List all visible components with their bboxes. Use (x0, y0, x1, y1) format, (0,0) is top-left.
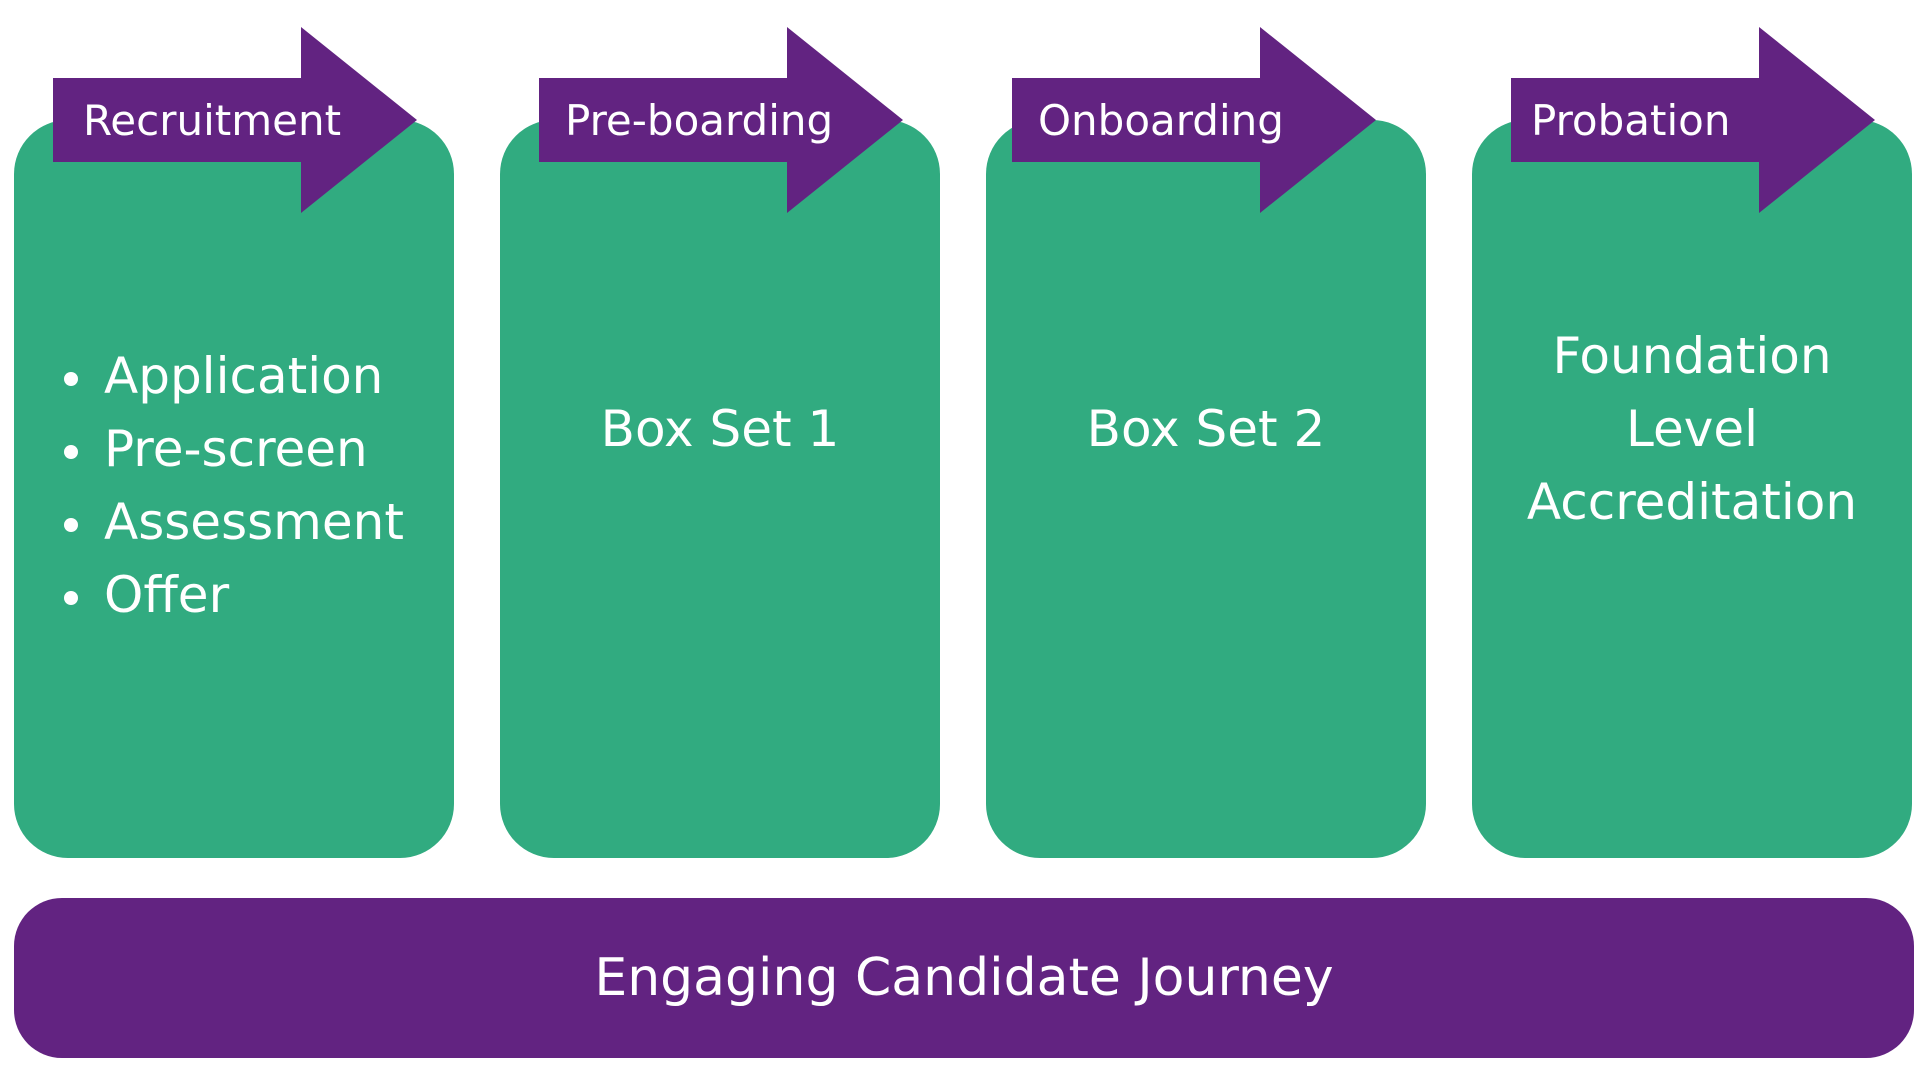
stage-card-onboarding: Box Set 2 (986, 120, 1426, 858)
stage-card-pre-boarding: Box Set 1 (500, 120, 940, 858)
stage-arrow-pre-boarding: Pre-boarding (539, 27, 903, 213)
recruitment-steps-list: Application Pre-screen Assessment Offer (64, 340, 404, 632)
card-text: Box Set 2 (1086, 399, 1326, 458)
stage-arrow-onboarding: Onboarding (1012, 27, 1376, 213)
stage-label: Pre-boarding (565, 95, 834, 145)
stage-label: Recruitment (83, 95, 342, 145)
card-body: Foundation Level Accreditation (1472, 120, 1912, 858)
arrow-shape (1012, 27, 1376, 213)
card-text-line: Foundation (1552, 326, 1832, 385)
stage-card-recruitment: Application Pre-screen Assessment Offer (14, 120, 454, 858)
list-item: Application (64, 340, 404, 413)
banner-text: Engaging Candidate Journey (594, 948, 1334, 1008)
list-item: Offer (64, 559, 404, 632)
journey-banner: Engaging Candidate Journey (14, 898, 1914, 1058)
stage-arrow-recruitment: Recruitment (53, 27, 417, 213)
card-text: Box Set 1 (600, 399, 840, 458)
arrow-shape (1511, 27, 1875, 213)
list-item: Pre-screen (64, 413, 404, 486)
card-body: Box Set 2 (986, 120, 1426, 858)
card-text-line: Level (1626, 399, 1758, 458)
card-text-line: Accreditation (1526, 472, 1858, 531)
arrow-shape (539, 27, 903, 213)
stage-card-probation: Foundation Level Accreditation (1472, 120, 1912, 858)
card-text: Foundation Level Accreditation (1527, 320, 1857, 539)
arrow-shape (53, 27, 417, 213)
list-item: Assessment (64, 486, 404, 559)
stage-label: Onboarding (1038, 95, 1284, 145)
stage-label: Probation (1531, 95, 1731, 145)
card-body: Box Set 1 (500, 120, 940, 858)
stage-arrow-probation: Probation (1511, 27, 1875, 213)
